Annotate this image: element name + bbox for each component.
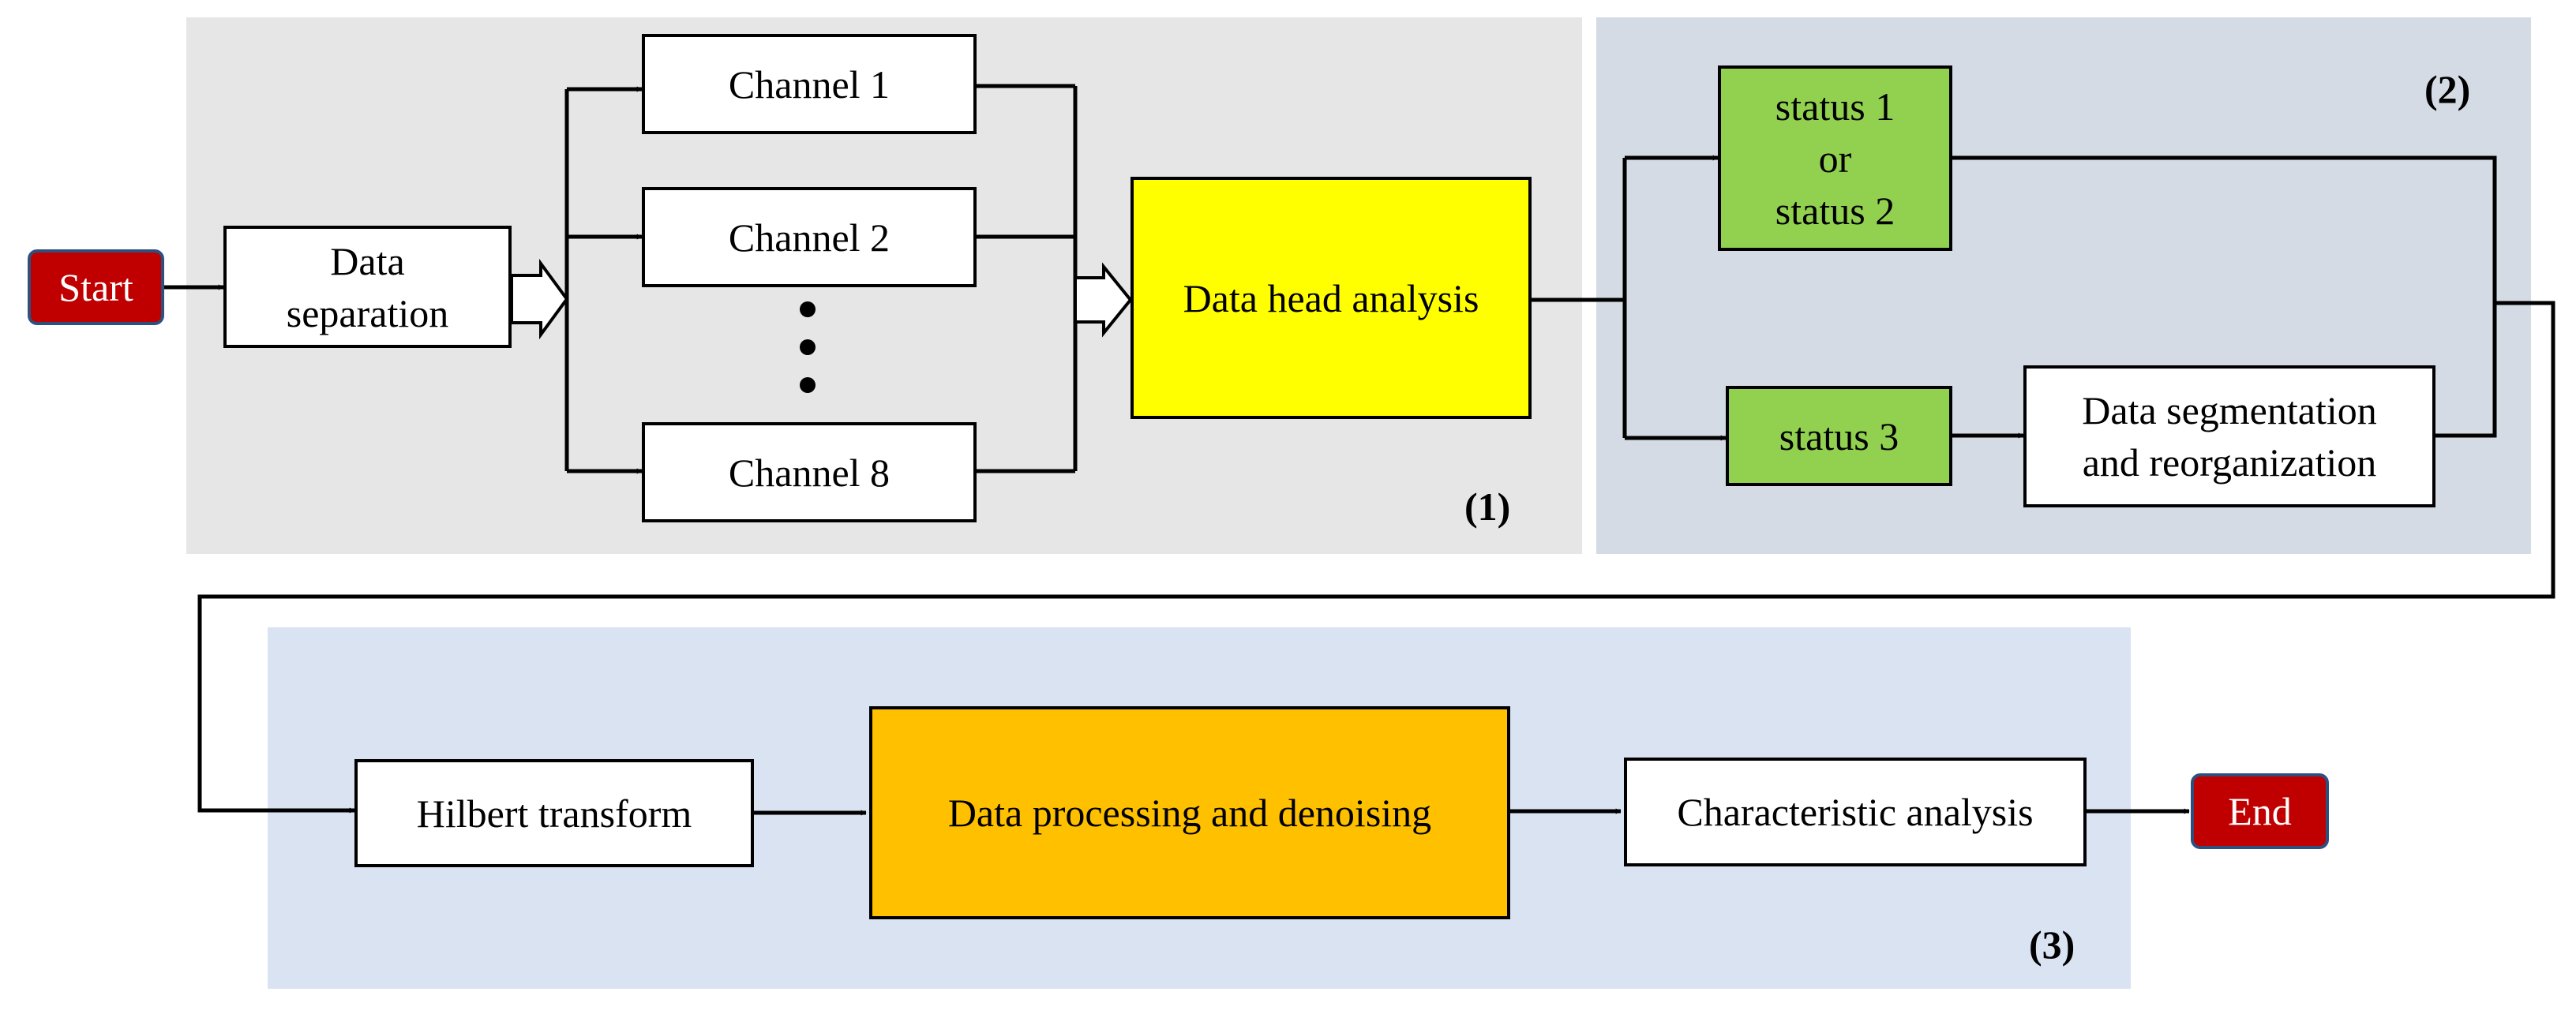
characteristic-analysis-label: Characteristic analysis (1677, 790, 2034, 834)
data-segmentation-box: Data segmentation and reorganization (2023, 365, 2435, 507)
hilbert-transform-box: Hilbert transform (354, 759, 754, 867)
channel-2-label: Channel 2 (728, 215, 891, 260)
section-label-3: (3) (2029, 922, 2075, 967)
data-processing-denoising-box: Data processing and denoising (869, 706, 1510, 919)
status-1-or-2-box: status 1 or status 2 (1718, 65, 1952, 251)
channel-8-label: Channel 8 (728, 450, 891, 495)
data-segmentation-line2: and reorganization (2082, 440, 2377, 485)
status-3-box: status 3 (1726, 386, 1952, 486)
arrow-to-hilbert (197, 301, 2555, 814)
end-label: End (2228, 789, 2292, 833)
data-segmentation-line1: Data segmentation (2082, 388, 2377, 432)
status-1-line: status 1 (1775, 84, 1895, 129)
channel-ellipsis (800, 301, 816, 393)
status-3-label: status 3 (1779, 413, 1899, 458)
channel-1-label: Channel 1 (728, 62, 891, 107)
block-arrow-separation (510, 258, 569, 340)
start-terminal: Start (28, 249, 164, 325)
end-terminal: End (2191, 773, 2329, 849)
data-head-analysis-box: Data head analysis (1131, 177, 1532, 419)
status-2-line: status 2 (1775, 188, 1895, 233)
start-label: Start (58, 265, 133, 309)
data-head-analysis-label: Data head analysis (1183, 275, 1479, 320)
section-label-2: (2) (2424, 67, 2471, 111)
data-separation-box: Data separation (223, 226, 512, 348)
line-merge (1952, 155, 2497, 438)
data-separation-line2: separation (286, 290, 449, 335)
hilbert-transform-label: Hilbert transform (416, 791, 692, 836)
channel-1-box: Channel 1 (642, 34, 977, 134)
channel-2-box: Channel 2 (642, 187, 977, 287)
data-separation-line1: Data (330, 238, 405, 283)
section-label-1: (1) (1464, 485, 1511, 529)
characteristic-analysis-box: Characteristic analysis (1624, 758, 2087, 866)
channel-8-box: Channel 8 (642, 422, 977, 522)
data-processing-denoising-label: Data processing and denoising (947, 791, 1432, 835)
status-or-line: or (1818, 136, 1852, 181)
block-arrow-head (1074, 262, 1133, 338)
